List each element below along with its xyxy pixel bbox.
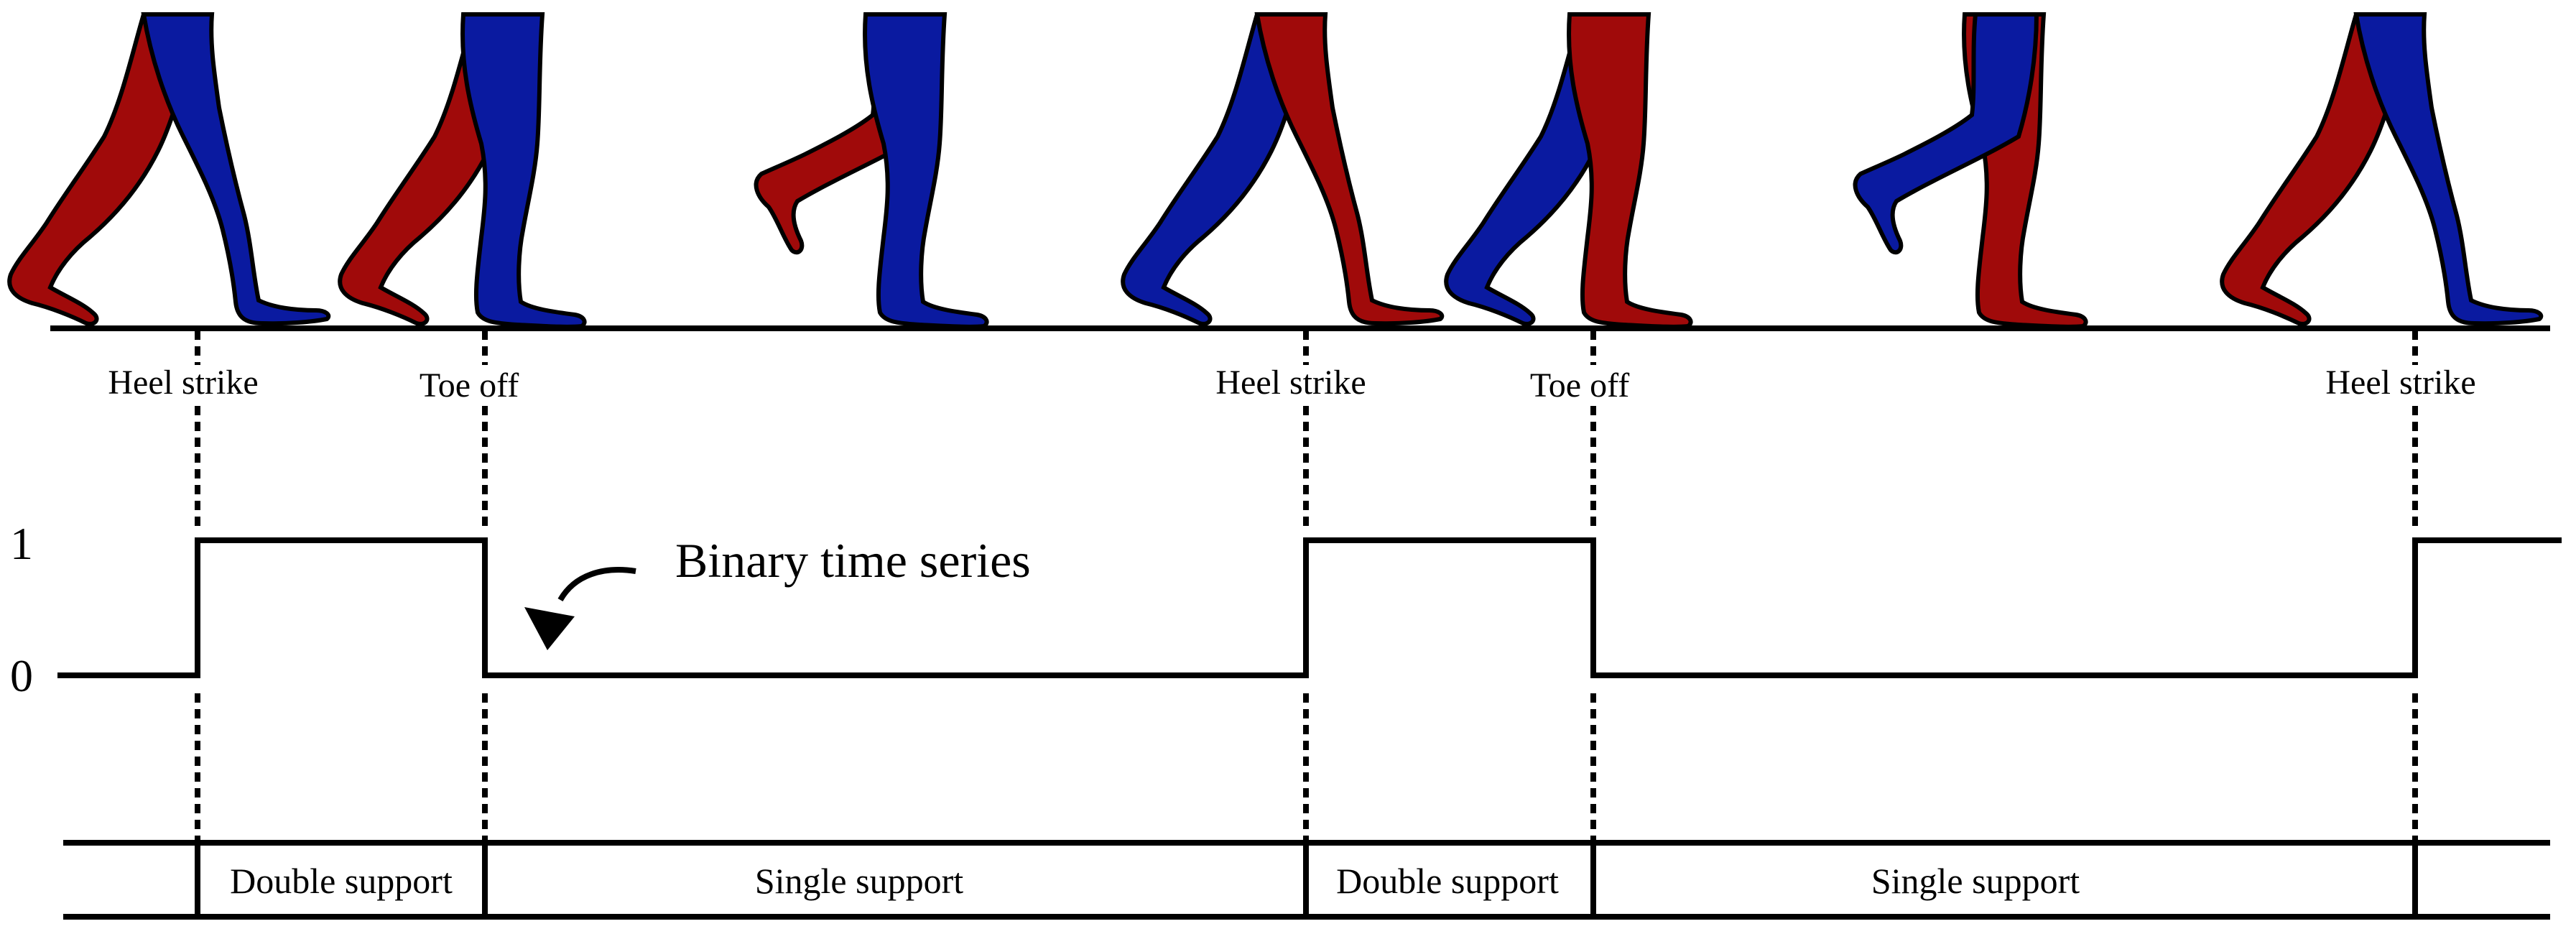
event-label-toe-off-2: Toe off (1530, 366, 1629, 404)
phase-label-double-support-2: Double support (1336, 861, 1559, 901)
walker-figure (340, 14, 584, 327)
event-markers (195, 330, 2418, 841)
binary-series-annotation: Binary time series (675, 533, 1031, 588)
walking-figures (9, 14, 2541, 327)
event-label-heel-strike-1: Heel strike (108, 364, 258, 402)
walker-figure (756, 14, 987, 327)
walker-figure (9, 14, 328, 324)
phase-label-single-support-2: Single support (1871, 861, 2080, 901)
binary-signal-line (57, 537, 2562, 678)
walker-figure (2222, 14, 2541, 324)
walker-figure (1855, 14, 2086, 327)
phase-label-single-support-1: Single support (755, 861, 963, 901)
phase-table: Double support Single support Double sup… (63, 840, 2550, 920)
event-label-toe-off-1: Toe off (420, 366, 519, 404)
y-tick-label-1: 1 (10, 518, 33, 569)
walker-figure (1123, 14, 1442, 324)
event-labels: Heel strike Toe off Heel strike Toe off … (108, 364, 2475, 404)
event-label-heel-strike-2: Heel strike (1215, 364, 1366, 402)
walker-figure (1446, 14, 1690, 327)
y-tick-label-0: 0 (10, 650, 33, 701)
annotation-arrow-icon (524, 567, 636, 650)
event-label-heel-strike-3: Heel strike (2325, 364, 2475, 402)
phase-label-double-support-1: Double support (230, 861, 453, 901)
